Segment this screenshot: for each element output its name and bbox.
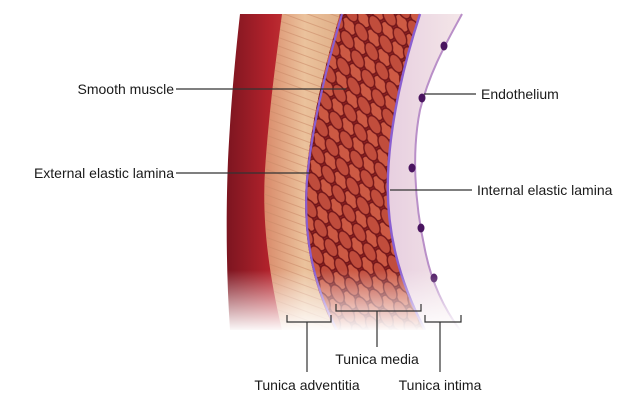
- internal-elastic-lamina-label: Internal elastic lamina: [477, 182, 612, 198]
- nucleus-3: [409, 164, 416, 173]
- tunica-adventitia-label: Tunica adventitia: [254, 377, 359, 393]
- endothelium-label: Endothelium: [481, 86, 559, 102]
- external-elastic-lamina-label: External elastic lamina: [34, 165, 174, 181]
- nucleus-4: [418, 224, 425, 233]
- nucleus-2: [419, 94, 426, 103]
- tunica-intima-label: Tunica intima: [399, 377, 482, 393]
- tunica-media-label: Tunica media: [335, 351, 419, 367]
- smooth-muscle-label: Smooth muscle: [78, 81, 174, 97]
- nucleus-1: [441, 42, 448, 51]
